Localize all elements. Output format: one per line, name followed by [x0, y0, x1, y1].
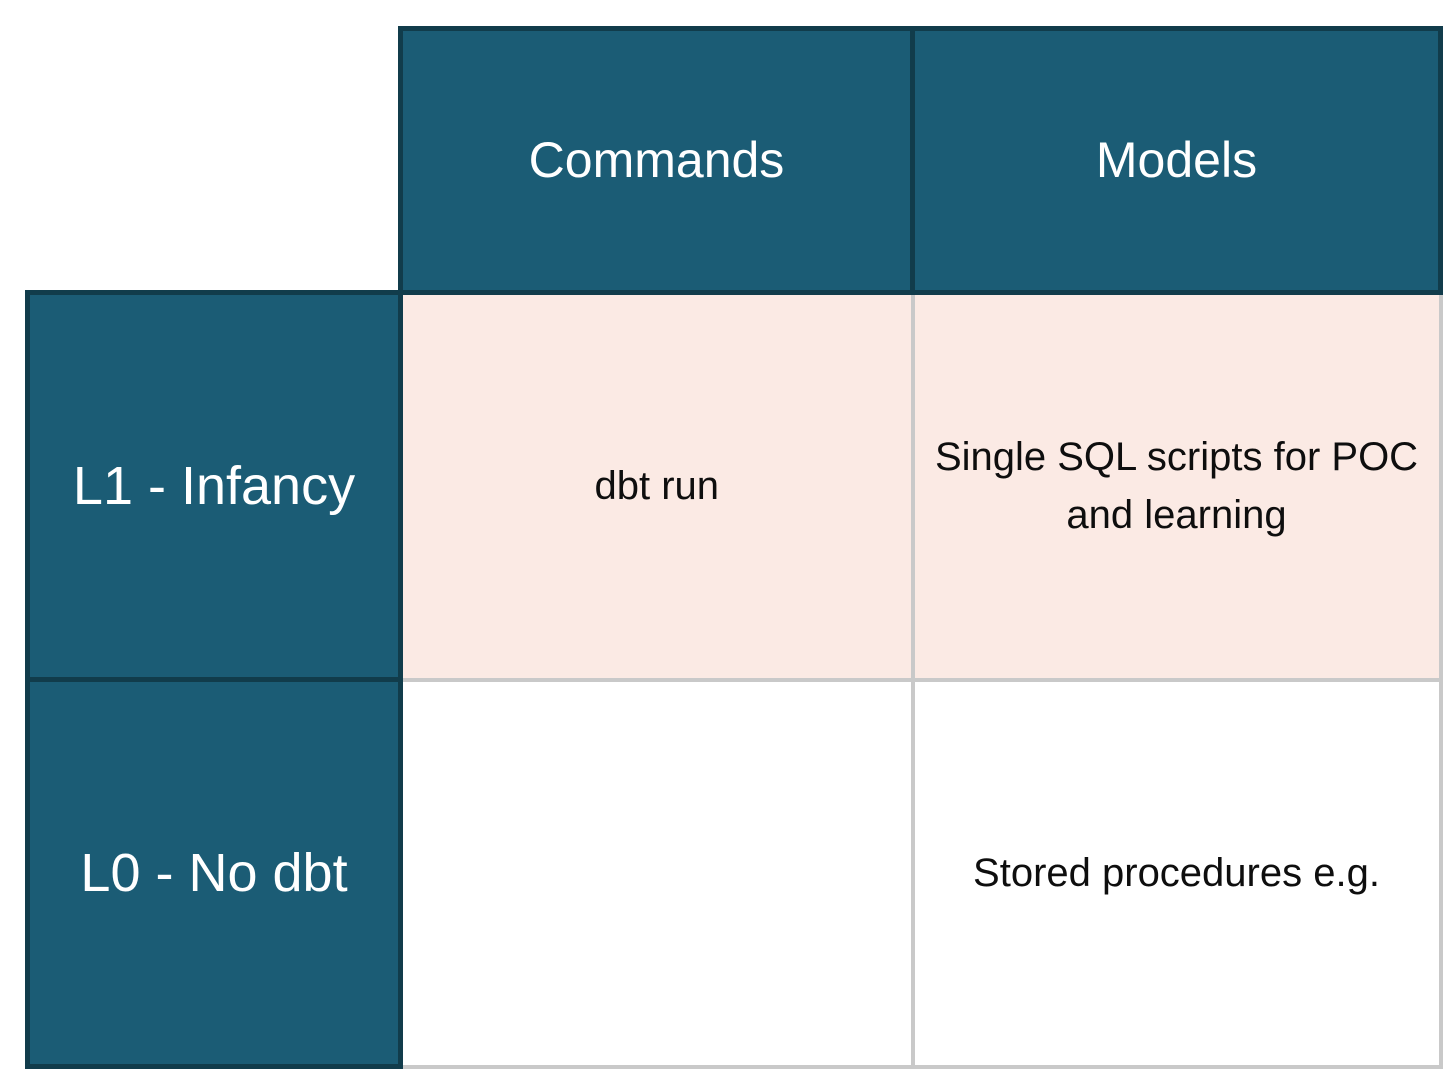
header-label-commands: Commands	[528, 132, 785, 189]
cell-l0-commands	[398, 677, 915, 1069]
cell-text-l0-models: Stored procedures e.g.	[973, 851, 1380, 895]
header-cell-commands: Commands	[398, 26, 915, 295]
row-header-label-l0: L0 - No dbt	[80, 842, 348, 903]
table-row-l0: L0 - No dbt Stored procedures e.g.	[25, 677, 1443, 1069]
header-label-models: Models	[1095, 132, 1258, 189]
row-header-l0-no-dbt: L0 - No dbt	[25, 677, 403, 1069]
header-cell-models: Models	[910, 26, 1443, 295]
cell-l1-commands: dbt run	[398, 290, 915, 682]
cell-text-l1-models: Single SQL scripts for POC and learning	[934, 435, 1419, 538]
dbt-maturity-matrix-table: Commands Models L1 - Infancy dbt run Sin…	[25, 26, 1443, 1069]
cell-l0-models: Stored procedures e.g.	[910, 677, 1443, 1069]
cell-l1-models: Single SQL scripts for POC and learning	[910, 290, 1443, 682]
cell-text-l1-commands: dbt run	[594, 464, 720, 509]
corner-blank-cell	[28, 29, 401, 293]
header-row: Commands Models	[28, 26, 1443, 295]
row-header-l1-infancy: L1 - Infancy	[25, 290, 403, 682]
table-row-l1: L1 - Infancy dbt run Single SQL scripts …	[25, 290, 1443, 682]
row-header-label-l1: L1 - Infancy	[72, 455, 356, 516]
